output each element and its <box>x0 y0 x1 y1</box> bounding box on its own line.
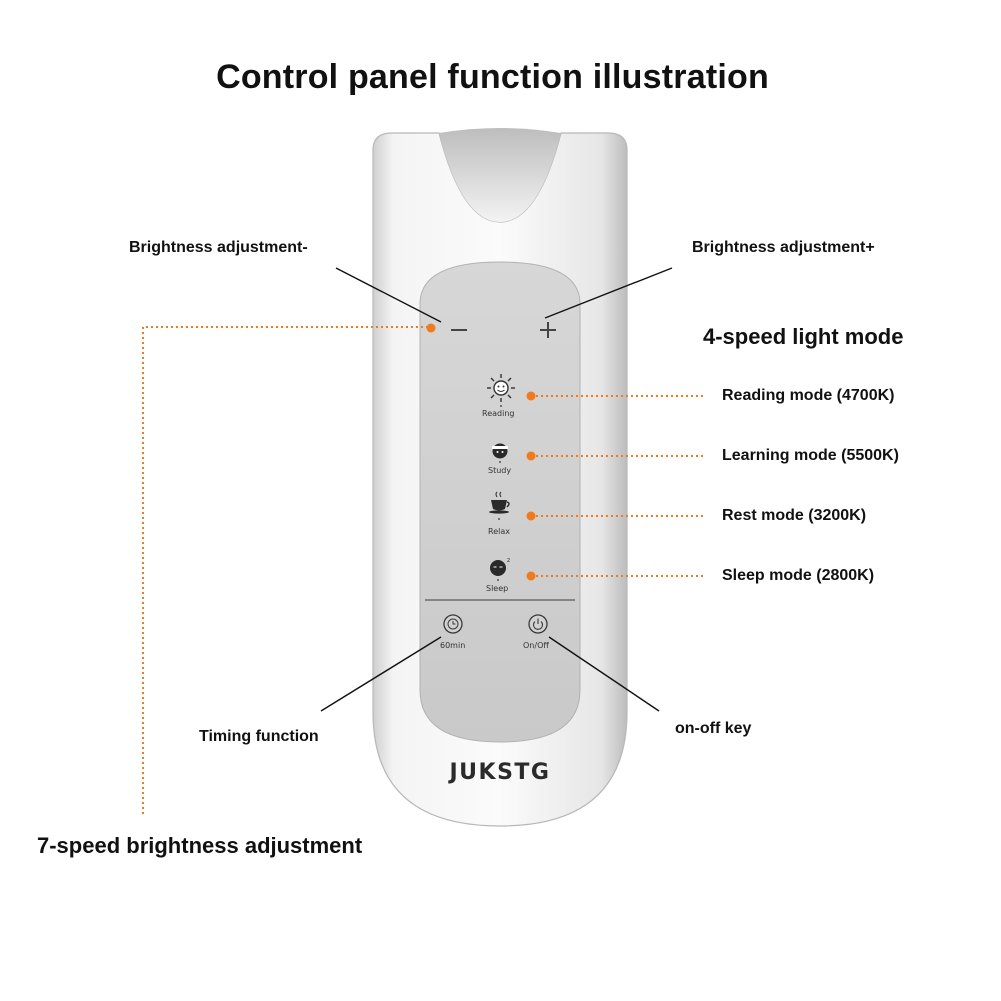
device-notch <box>439 128 561 222</box>
sun-face-icon <box>487 374 515 407</box>
mode-label-reading: Reading <box>482 409 515 418</box>
leader-line-brightness-plus <box>544 267 673 319</box>
marker-dot-rest <box>526 511 536 521</box>
plus-key <box>540 322 556 338</box>
mode-label-sleep: Sleep <box>486 584 509 593</box>
callout-brightness-plus: Brightness adjustment+ <box>692 239 875 256</box>
callout-light-mode-heading: 4-speed light mode <box>703 324 904 349</box>
callout-reading-mode: Reading mode (4700K) <box>722 387 895 404</box>
marker-dot-minus <box>426 323 436 333</box>
leader-line-brightness-minus <box>335 267 442 323</box>
callout-brightness-steps: 7-speed brightness adjustment <box>37 833 363 858</box>
power-key-label: On/Off <box>523 641 549 650</box>
marker-dot-reading <box>526 391 536 401</box>
mode-label-study: Study <box>488 466 512 475</box>
dotted-leader-brightness-steps <box>142 326 428 815</box>
callout-onoff-key: on-off key <box>675 720 752 737</box>
leader-line-onoff <box>548 636 660 712</box>
callout-rest-mode: Rest mode (3200K) <box>722 507 867 524</box>
sleeping-face-icon: z <box>490 557 510 581</box>
coffee-cup-icon <box>489 491 510 520</box>
power-icon <box>528 614 548 634</box>
callout-learning-mode: Learning mode (5500K) <box>722 447 899 464</box>
mode-label-relax: Relax <box>488 527 510 536</box>
svg-text:z: z <box>507 557 510 564</box>
timer-icon <box>443 614 463 634</box>
callout-timing-function: Timing function <box>199 728 319 745</box>
marker-dot-learning <box>526 451 536 461</box>
marker-dot-sleep <box>526 571 536 581</box>
face-with-headband-icon <box>492 443 508 463</box>
leader-line-timing <box>320 636 442 712</box>
brand-logo: JUKSTG <box>449 760 551 785</box>
page-title: Control panel function illustration <box>216 58 769 96</box>
callout-brightness-minus: Brightness adjustment- <box>129 239 308 256</box>
timer-key-label: 60min <box>440 641 466 650</box>
callout-sleep-mode: Sleep mode (2800K) <box>722 567 875 584</box>
